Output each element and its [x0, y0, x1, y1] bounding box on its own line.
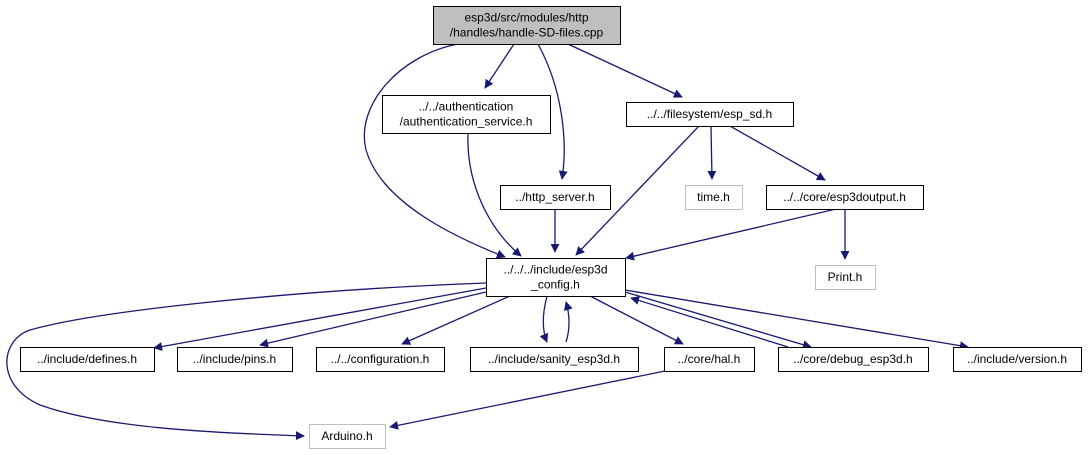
- node-defines[interactable]: ../include/defines.h: [20, 347, 155, 372]
- node-label-line: esp3d/src/modules/http: [464, 11, 588, 25]
- edge-line: [484, 43, 515, 89]
- edge-line: [567, 43, 683, 98]
- node-label-line: _config.h: [530, 278, 580, 292]
- node-box: [664, 347, 755, 372]
- edge-line: [6, 282, 487, 441]
- node-label-line: ../http_server.h: [515, 190, 594, 204]
- node-label-line: /handles/handle-SD-files.cpp: [450, 26, 604, 40]
- node-espsd[interactable]: ../../filesystem/esp_sd.h: [626, 102, 794, 127]
- node-auth[interactable]: ../../authentication/authentication_serv…: [382, 95, 551, 134]
- edge-config-to-version: [624, 289, 969, 351]
- node-label-line: ../../../include/esp3d: [503, 263, 607, 277]
- node-box: [177, 347, 293, 372]
- node-label-line: ../include/defines.h: [37, 352, 137, 366]
- node-label-line: ../../core/esp3doutput.h: [783, 190, 906, 204]
- edge-hal-to-arduino: [389, 370, 666, 430]
- edge-line: [259, 291, 487, 348]
- edge-config-to-hal: [589, 295, 684, 345]
- node-box: [316, 347, 445, 372]
- node-box: [500, 185, 611, 210]
- edge-line: [624, 291, 812, 350]
- edge-espsd-to-esp3doutput: [729, 125, 826, 181]
- node-box: [626, 102, 794, 127]
- edge-debug-to-config: [630, 296, 789, 348]
- node-label-line: ../../filesystem/esp_sd.h: [647, 107, 772, 121]
- node-box: [486, 258, 626, 297]
- edge-config-to-pins: [259, 291, 487, 348]
- node-sanity[interactable]: ../include/sanity_esp3d.h: [470, 347, 639, 372]
- node-box: [382, 95, 551, 134]
- edge-sanity-to-config: [564, 301, 573, 343]
- edge-espsd-to-config: [575, 125, 700, 256]
- node-label-line: ../include/version.h: [967, 352, 1067, 366]
- edge-line: [401, 295, 511, 345]
- node-version[interactable]: ../include/version.h: [953, 347, 1082, 372]
- edge-config-to-debug: [624, 291, 812, 350]
- edge-line: [625, 208, 837, 261]
- edge-config-to-defines: [153, 287, 487, 351]
- edge-esp3doutput-to-config: [625, 208, 837, 261]
- node-httpserver[interactable]: ../http_server.h: [500, 185, 611, 210]
- node-pins[interactable]: ../include/pins.h: [177, 347, 293, 372]
- node-hal[interactable]: ../core/hal.h: [664, 347, 755, 372]
- edge-line: [564, 301, 573, 343]
- node-debug[interactable]: ../core/debug_esp3d.h: [778, 347, 929, 372]
- node-config[interactable]: ../../../include/esp3d_config.h: [486, 258, 626, 297]
- node-box: [470, 347, 639, 372]
- node-label-line: /authentication_service.h: [400, 115, 533, 129]
- node-label-line: Print.h: [828, 270, 863, 284]
- edge-root-to-config: [363, 43, 506, 259]
- edge-line: [589, 295, 684, 345]
- edge-line: [539, 295, 549, 343]
- node-configuration[interactable]: ../../configuration.h: [316, 347, 445, 372]
- edge-line: [630, 296, 789, 348]
- edge-line: [363, 43, 506, 259]
- node-label-line: time.h: [697, 190, 730, 204]
- node-root[interactable]: esp3d/src/modules/http/handles/handle-SD…: [433, 6, 621, 45]
- node-box: [20, 347, 155, 372]
- edge-config-to-sanity: [539, 295, 549, 343]
- node-box: [815, 265, 876, 290]
- node-box: [778, 347, 929, 372]
- edge-line: [729, 125, 826, 181]
- edge-root-to-espsd: [567, 43, 683, 98]
- node-box: [309, 424, 386, 449]
- node-label-line: ../include/sanity_esp3d.h: [488, 352, 620, 366]
- node-time: time.h: [685, 185, 743, 210]
- edge-config-to-configuration: [401, 295, 511, 345]
- node-arduino: Arduino.h: [309, 424, 386, 449]
- edge-line: [389, 370, 666, 430]
- edge-line: [624, 289, 969, 351]
- node-box: [433, 6, 621, 45]
- edge-line: [467, 132, 522, 257]
- node-label-line: ../../authentication: [419, 100, 514, 114]
- node-label-line: ../core/debug_esp3d.h: [793, 352, 912, 366]
- node-print: Print.h: [815, 265, 876, 290]
- node-label-line: ../../configuration.h: [331, 352, 430, 366]
- edge-line: [537, 43, 568, 180]
- edge-root-to-httpserver: [537, 43, 568, 180]
- node-box: [766, 185, 924, 210]
- edge-config-to-arduino: [6, 282, 487, 441]
- edge-espsd-to-time: [707, 125, 717, 180]
- edge-auth-to-config: [467, 132, 522, 257]
- node-box: [685, 185, 743, 210]
- edge-root-to-auth: [484, 43, 515, 89]
- node-label-line: ../include/pins.h: [193, 352, 276, 366]
- node-box: [953, 347, 1082, 372]
- node-label-line: ../core/hal.h: [678, 352, 741, 366]
- edge-line: [575, 125, 700, 256]
- node-label-line: Arduino.h: [321, 429, 372, 443]
- edge-line: [707, 125, 717, 180]
- node-esp3doutput[interactable]: ../../core/esp3doutput.h: [766, 185, 924, 210]
- edge-line: [153, 287, 487, 351]
